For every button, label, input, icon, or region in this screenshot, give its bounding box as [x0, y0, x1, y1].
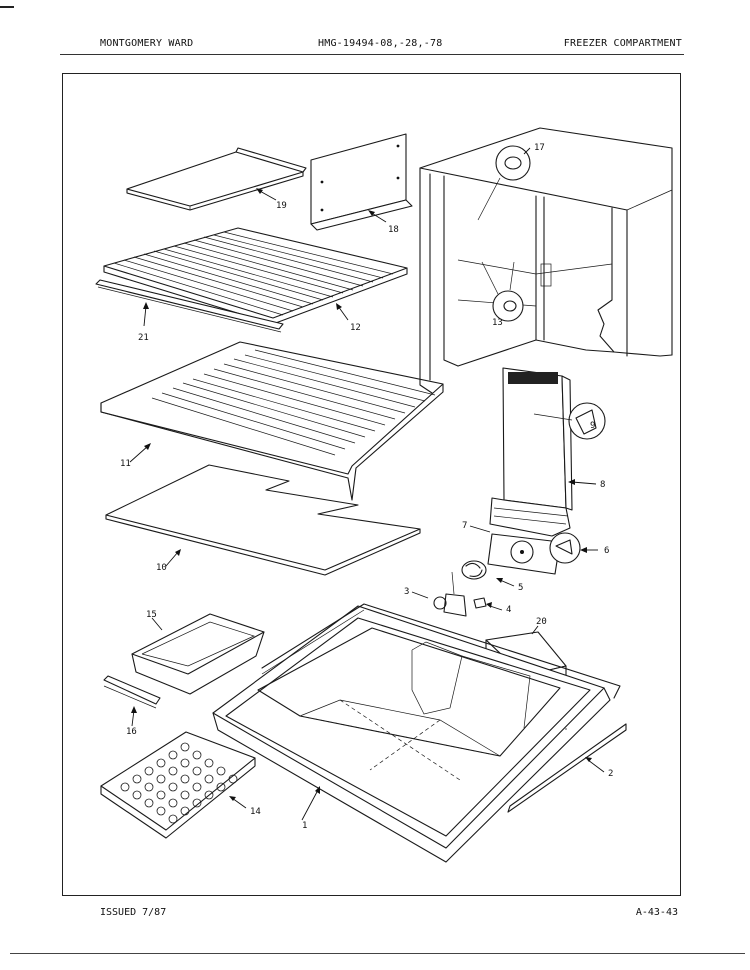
- callout-17: 17: [534, 143, 545, 153]
- part-18-divider: [310, 133, 413, 231]
- callout-11: 11: [120, 459, 131, 469]
- callout-16: 16: [126, 727, 137, 737]
- part-11-tray-shelf: [100, 341, 444, 501]
- callout-2: 2: [608, 769, 613, 779]
- callout-5: 5: [518, 583, 523, 593]
- part-4-clip: [473, 597, 503, 611]
- part-6-fan-motor: [549, 532, 598, 564]
- part-14-ice-tray: [100, 731, 256, 839]
- callout-18: 18: [388, 225, 399, 235]
- part-15-storage-pan: [131, 613, 265, 695]
- part-7-fan-bracket: [469, 525, 561, 575]
- model-number: HMG-19494-08,-28,-78: [318, 38, 443, 49]
- callout-12: 12: [350, 323, 361, 333]
- callout-15: 15: [146, 610, 157, 620]
- bottom-rule: [10, 953, 745, 954]
- part-10-panel: [105, 464, 421, 576]
- callout-19: 19: [276, 201, 287, 211]
- corner-mark: [0, 6, 14, 8]
- callout-8: 8: [600, 480, 605, 490]
- callout-1: 1: [302, 821, 307, 831]
- part-5-fan-blade: [461, 560, 515, 587]
- callout-10: 10: [156, 563, 167, 573]
- page-header: MONTGOMERY WARD HMG-19494-08,-28,-78 FRE…: [0, 0, 750, 60]
- callout-6: 6: [604, 546, 609, 556]
- callout-7: 7: [462, 521, 467, 531]
- cabinet-liner: [419, 127, 673, 394]
- diagram-frame: [62, 73, 681, 896]
- part-3-fan-motor-assembly: [411, 571, 467, 617]
- part-1-freezer-floor: [212, 605, 611, 863]
- callout-21: 21: [138, 333, 149, 343]
- part-12-wire-shelf: [103, 227, 408, 325]
- callout-14: 14: [250, 807, 261, 817]
- callout-20: 20: [536, 617, 547, 627]
- part-8-evaporator-cover: [489, 367, 597, 537]
- callout-9: 9: [590, 421, 595, 431]
- issue-date: ISSUED 7/87: [100, 907, 167, 918]
- brand-label: MONTGOMERY WARD: [100, 38, 194, 49]
- callout-13: 13: [492, 318, 503, 328]
- page-code: A-43-43: [635, 907, 678, 918]
- callout-4: 4: [506, 605, 511, 615]
- part-9-damper-control: [533, 402, 606, 440]
- part-16-rail: [103, 675, 161, 727]
- part-2-trim-strip: [261, 603, 627, 813]
- header-rule: [60, 54, 684, 55]
- callout-3: 3: [404, 587, 409, 597]
- part-19-cover: [126, 147, 307, 211]
- section-title: FREEZER COMPARTMENT: [563, 38, 682, 49]
- part-21-rail: [95, 279, 284, 333]
